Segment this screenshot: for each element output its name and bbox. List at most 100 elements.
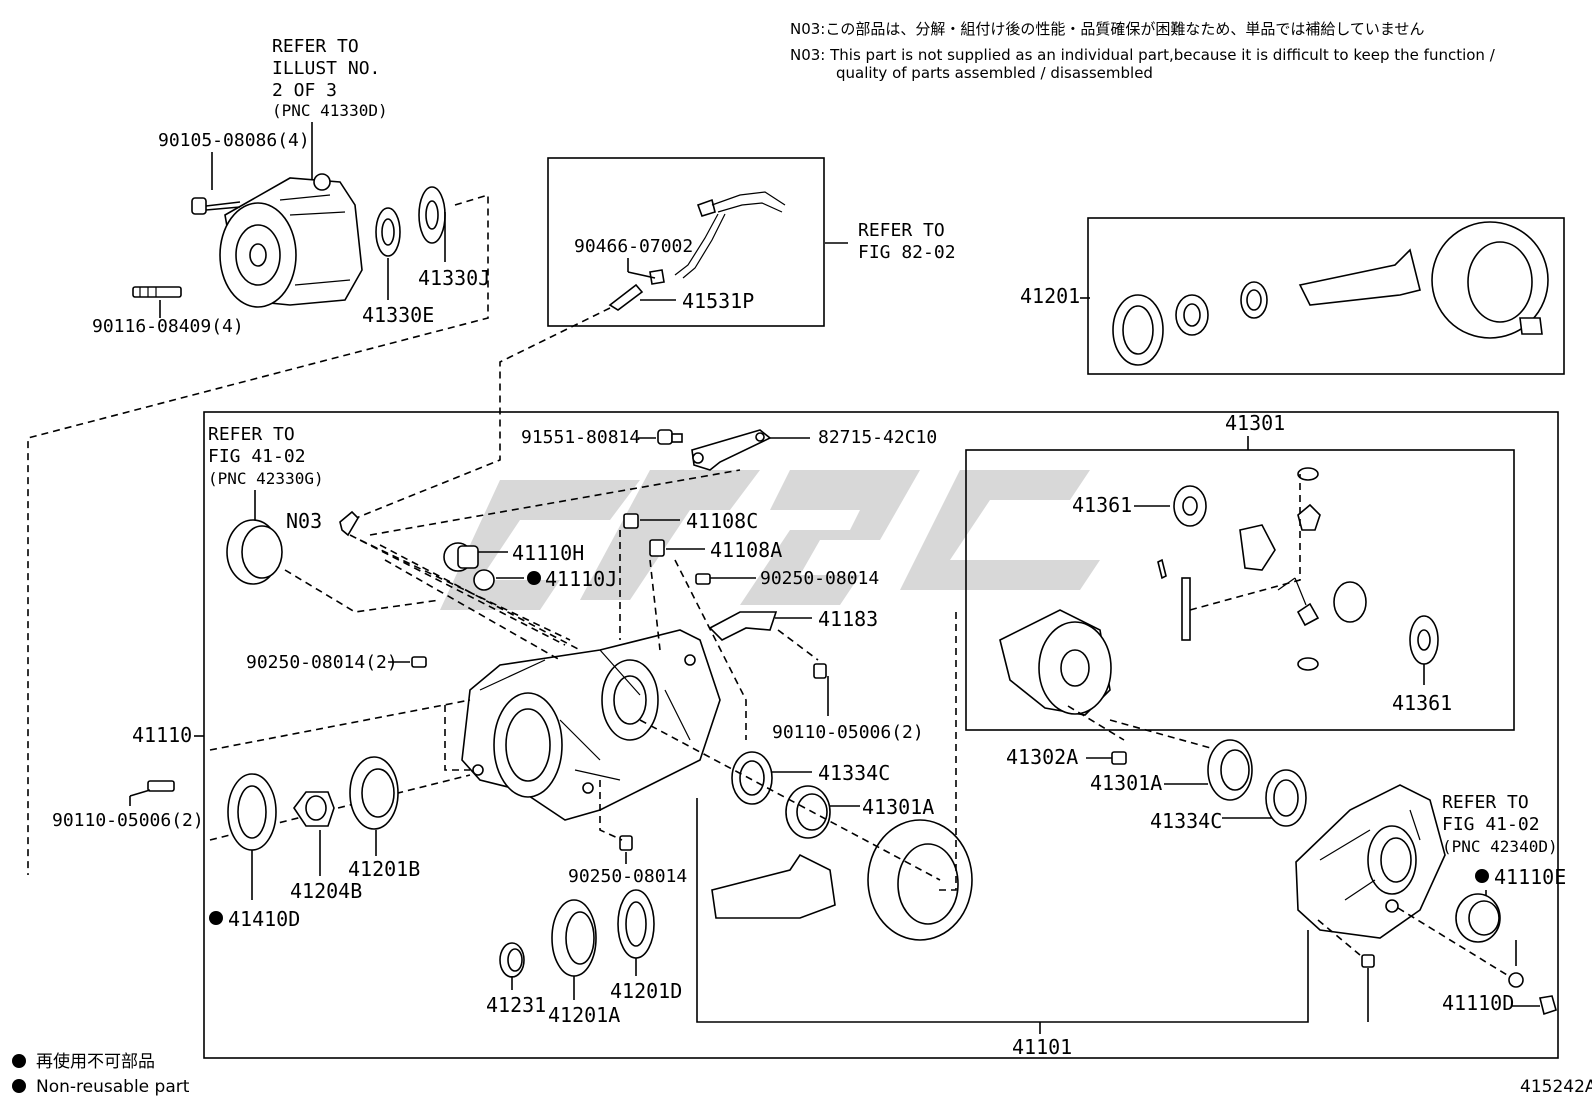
refer-illust-line2: ILLUST NO.	[272, 58, 380, 79]
breather-hose-41531P	[608, 191, 786, 311]
seal-41334C-rear	[1265, 769, 1307, 827]
label-41301A-front: 41301A	[862, 795, 934, 819]
legend-en: Non-reusable part	[36, 1077, 190, 1097]
ring-pinion-kit-box	[1087, 217, 1565, 375]
bearing-41201B	[349, 756, 399, 830]
label-41361-upper: 41361	[1072, 493, 1132, 517]
legend-dot-en	[12, 1079, 26, 1093]
note-n03-en-2: quality of parts assembled / disassemble…	[836, 64, 1153, 82]
label-41201: 41201	[1020, 284, 1080, 308]
breather-plug-N03	[339, 510, 360, 537]
bearing-41301A-front	[785, 785, 831, 839]
refer-fig41a-line2: FIG 41-02	[208, 446, 306, 467]
transfer-adapter-housing	[219, 173, 363, 308]
refer-fig82-line1: REFER TO	[858, 220, 945, 241]
label-41330E: 41330E	[362, 303, 434, 327]
label-90250-08014-c: 90250-08014	[568, 866, 687, 887]
label-41330J: 41330J	[418, 266, 490, 290]
washer-41330J	[418, 186, 446, 244]
race-41201D	[617, 889, 655, 959]
seal-41410D	[227, 773, 277, 851]
bracket-82715	[691, 429, 772, 471]
bearing-41231	[499, 942, 525, 978]
refer-fig41a-line1: REFER TO	[208, 424, 295, 445]
refer-fig41a-line3: (PNC 42330G)	[208, 469, 324, 488]
label-90110-05006-upper: 90110-05006(2)	[772, 722, 924, 743]
plug-41108A	[649, 539, 665, 557]
label-41110D: 41110D	[1442, 991, 1514, 1015]
bolt-90110-lower	[147, 780, 175, 792]
refer-illust-line4: (PNC 41330D)	[272, 101, 388, 120]
bolt-41302A	[1111, 751, 1127, 765]
seal-41110E	[1455, 893, 1501, 943]
label-41201B: 41201B	[348, 857, 420, 881]
refer-fig41b-line2: FIG 41-02	[1442, 814, 1540, 835]
label-41108A: 41108A	[710, 538, 782, 562]
non-reusable-dot-41110J	[527, 571, 541, 585]
pin-90250-08014-c	[619, 835, 633, 851]
refer-fig82-line2: FIG 82-02	[858, 242, 956, 263]
differential-carrier-41110	[461, 629, 721, 821]
breather-hose-box	[547, 157, 825, 327]
label-41101: 41101	[1012, 1035, 1072, 1059]
stud-90116	[132, 286, 182, 298]
nut-41204B	[293, 791, 335, 827]
cover-41183	[708, 611, 778, 641]
side-seal-42330G	[226, 519, 283, 585]
label-90250-08014-a: 90250-08014	[760, 568, 879, 589]
pin-90250-08014-a	[695, 573, 711, 585]
label-N03: N03	[286, 509, 322, 533]
pin-90250-08014-b	[411, 656, 427, 668]
label-90110-05006-lower: 90110-05006(2)	[52, 810, 204, 831]
label-41334C-front: 41334C	[818, 761, 890, 785]
refer-illust-line3: 2 OF 3	[272, 80, 337, 101]
rear-cover-42340D	[1295, 784, 1446, 939]
label-41110H: 41110H	[512, 541, 584, 565]
non-reusable-dot-41110E	[1475, 869, 1489, 883]
label-41334C-rear: 41334C	[1150, 809, 1222, 833]
label-41110E: 41110E	[1494, 865, 1566, 889]
label-41301: 41301	[1225, 411, 1285, 435]
label-91551-80814: 91551-80814	[521, 427, 640, 448]
refer-fig41b-line3: (PNC 42340D)	[1442, 837, 1558, 856]
bearing-41301A-rear	[1207, 739, 1253, 801]
label-41301A-rear: 41301A	[1090, 771, 1162, 795]
label-41201D: 41201D	[610, 979, 682, 1003]
label-90466-07002: 90466-07002	[574, 236, 693, 257]
bolt-90110-upper	[813, 663, 827, 679]
ring-pinion-kit-parts	[1112, 221, 1549, 366]
label-41302A: 41302A	[1006, 745, 1078, 769]
main-assembly-box	[203, 411, 1559, 1059]
note-n03-en-1: N03: This part is not supplied as an ind…	[790, 46, 1496, 64]
watermark-logo	[440, 470, 1100, 610]
label-90116-08409: 90116-08409(4)	[92, 316, 244, 337]
label-41410D: 41410D	[228, 907, 300, 931]
label-41231: 41231	[486, 993, 546, 1017]
label-90250-08014-2: 90250-08014(2)	[246, 652, 398, 673]
label-41110: 41110	[132, 723, 192, 747]
plug-41108C	[623, 513, 639, 529]
note-n03-jp: N03:この部品は、分解・組付け後の性能・品質確保が困難なため、単品では補給して…	[790, 20, 1424, 38]
bolt-rear-cover	[1361, 954, 1375, 968]
label-41201A: 41201A	[548, 1003, 620, 1027]
plug-41110H	[443, 542, 479, 572]
label-41204B: 41204B	[290, 879, 362, 903]
ring-pinion-gear	[711, 819, 973, 941]
differential-parts	[999, 467, 1439, 716]
diagram-id: 415242A	[1520, 1077, 1592, 1097]
bearing-41201A	[551, 899, 597, 977]
label-41361-lower: 41361	[1392, 691, 1452, 715]
label-41108C: 41108C	[686, 509, 758, 533]
plug-41110D	[1539, 995, 1557, 1016]
seal-41330E	[375, 207, 401, 257]
label-41110J: 41110J	[545, 567, 617, 591]
refer-fig41b-line1: REFER TO	[1442, 792, 1529, 813]
legend-dot-jp	[12, 1054, 26, 1068]
refer-illust-line1: REFER TO	[272, 36, 359, 57]
label-41531P: 41531P	[682, 289, 754, 313]
differential-case-box	[965, 449, 1515, 731]
legend-jp: 再使用不可部品	[36, 1051, 155, 1072]
seal-41334C-front	[731, 751, 773, 805]
label-82715-42C10: 82715-42C10	[818, 427, 937, 448]
